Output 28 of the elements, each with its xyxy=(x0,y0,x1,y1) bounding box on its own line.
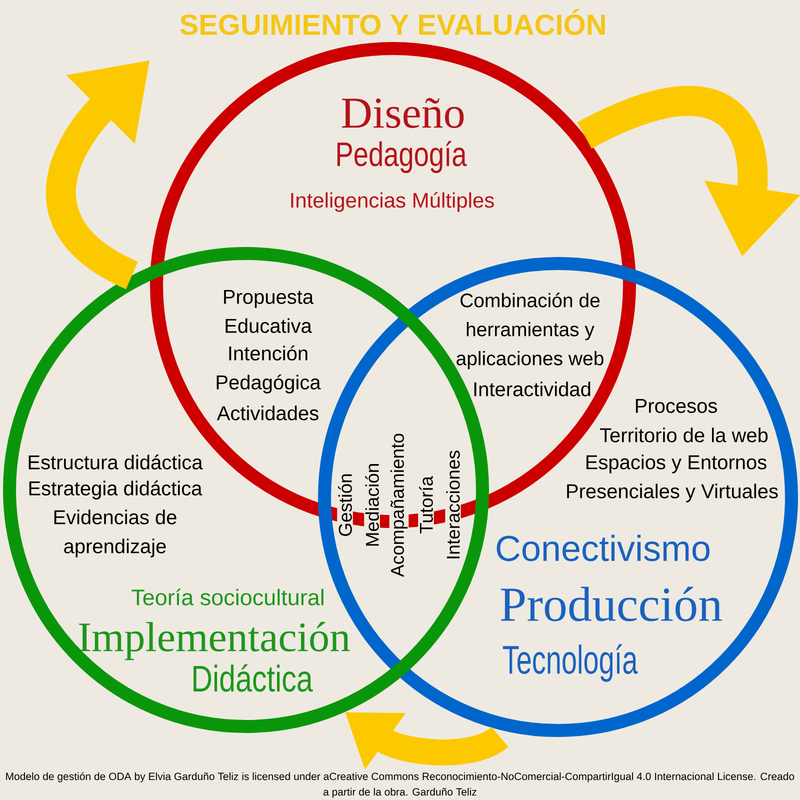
list-item: Evidencias de aprendizaje xyxy=(54,510,176,558)
overlap-label: Actividades xyxy=(216,406,318,420)
overlap-label: Interactividad xyxy=(474,382,590,396)
overlap-label: Propuesta Educativa xyxy=(224,290,314,333)
list-item: Procesos xyxy=(636,399,717,413)
circle-text: Inteligencias Múltiples xyxy=(291,192,494,212)
circle-title: Diseño xyxy=(342,98,464,128)
list-item: Territorio de la web xyxy=(600,428,768,442)
overlap-label: Intención Pedagógica xyxy=(216,346,321,394)
circle-subtitle: Tecnología xyxy=(502,644,638,682)
circle-subtitle: Didáctica xyxy=(194,664,313,692)
circle-text: Teoría sociocultural xyxy=(132,588,324,606)
list-item: Espacios y Entornos xyxy=(586,454,766,474)
caption: Modelo de gestión de ODA by Elvia Garduño Teliz is licensed under aCreative Commons Reconocimiento-NoComercial-CompartirIgual 4.0 Internacional License. Creado a partir de la obra. Garduño Teliz xyxy=(6,772,794,798)
vertical-label: Gestión xyxy=(337,472,353,538)
overlap-label: Combinación de herramientas y aplicaciones web xyxy=(456,292,604,370)
list-item: Presenciales y Virtuales xyxy=(567,484,778,502)
circle-title: Implementación xyxy=(79,622,350,660)
vertical-label: Tutoría xyxy=(418,475,434,535)
list-item: Estrategia didáctica xyxy=(29,480,202,500)
vertical-label: Mediación xyxy=(364,462,380,548)
vertical-label: Acompañamiento xyxy=(389,432,409,578)
circle-text: Conectivismo xyxy=(496,534,710,562)
vertical-label: Interacciones xyxy=(445,448,461,562)
circle-subtitle: Pedagogía xyxy=(337,140,467,174)
title: SEGUIMIENTO Y EVALUACIÓN xyxy=(180,9,605,35)
circle-title: Producción xyxy=(500,586,722,622)
list-item: Estructura didáctica xyxy=(28,454,203,470)
